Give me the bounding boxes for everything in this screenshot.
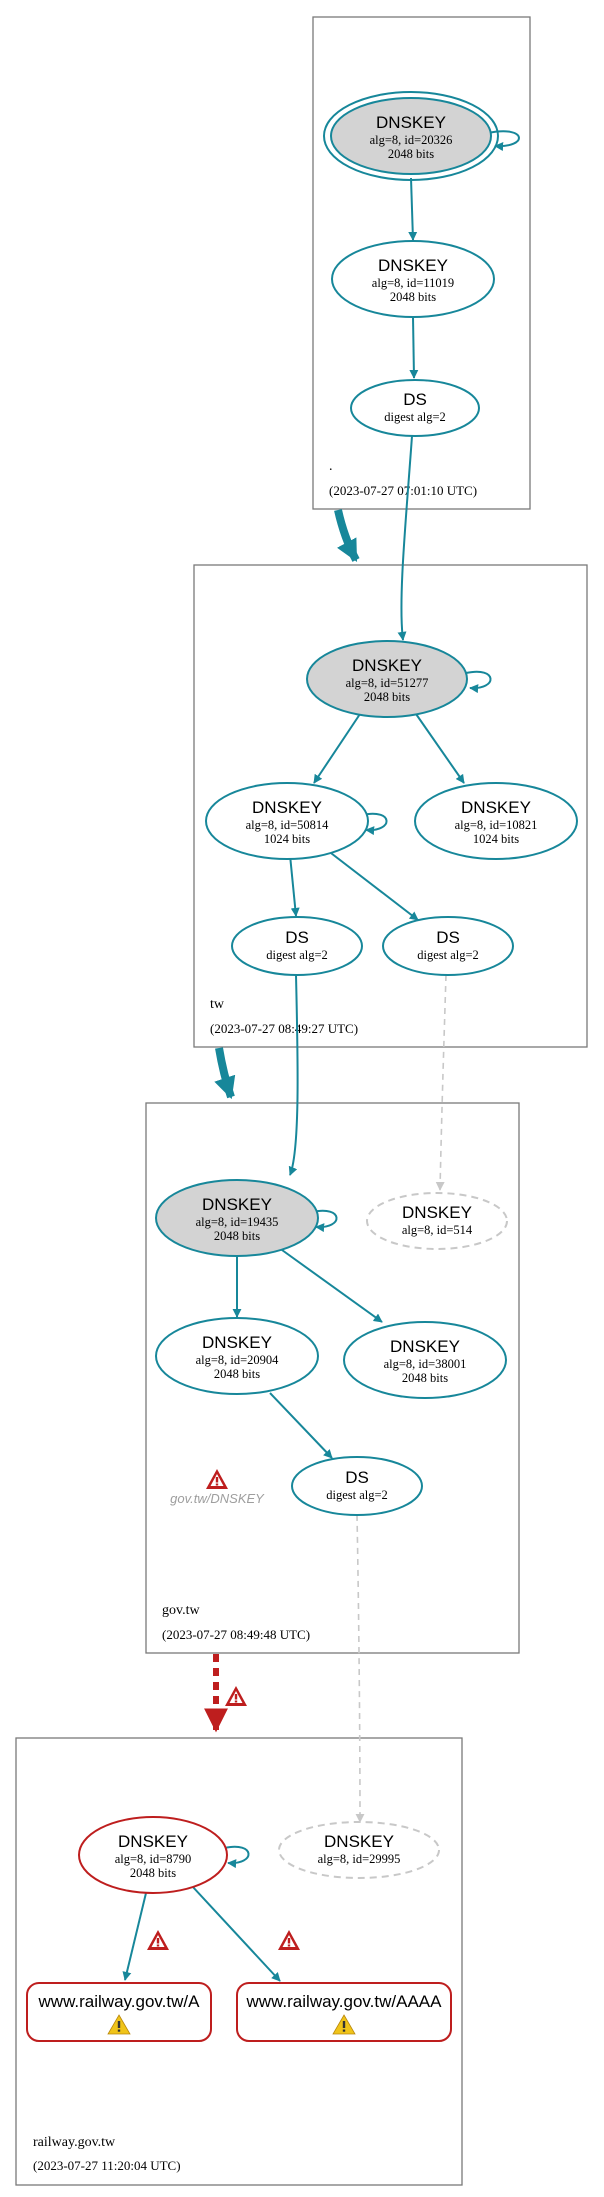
node-root-ds[interactable]: DS digest alg=2 xyxy=(350,379,480,437)
node-detail: 2048 bits xyxy=(402,1371,448,1385)
node-gov-zsk-20904[interactable]: DNSKEY alg=8, id=20904 2048 bits xyxy=(155,1317,319,1395)
edge-tw-ksk-zsk1 xyxy=(313,713,361,784)
node-detail: digest alg=2 xyxy=(326,1488,388,1502)
zone-name-root: . xyxy=(329,459,333,474)
node-rail-a-record[interactable]: www.railway.gov.tw/A xyxy=(26,1982,212,2042)
node-rail-ghost-key[interactable]: DNSKEY alg=8, id=29995 xyxy=(278,1821,440,1879)
node-detail: alg=8, id=50814 xyxy=(246,818,330,832)
node-gov-ds[interactable]: DS digest alg=2 xyxy=(291,1456,423,1516)
node-rail-key[interactable]: DNSKEY alg=8, id=8790 2048 bits xyxy=(78,1816,228,1894)
warning-triangle-icon xyxy=(107,2014,131,2035)
node-title: DNSKEY xyxy=(390,1337,460,1356)
node-detail: 2048 bits xyxy=(364,690,410,704)
node-tw-ds-1[interactable]: DS digest alg=2 xyxy=(231,916,363,976)
node-title: DNSKEY xyxy=(352,656,422,675)
node-title: DS xyxy=(345,1468,369,1487)
node-title: DNSKEY xyxy=(202,1195,272,1214)
error-triangle-icon xyxy=(278,1930,300,1950)
edge-root-zsk-ds xyxy=(409,316,419,379)
node-gov-ghost-key[interactable]: DNSKEY alg=8, id=514 xyxy=(366,1192,508,1250)
zone-name-tw: tw xyxy=(210,997,225,1012)
edge-tw-ksk-self xyxy=(465,670,492,694)
node-gov-ksk[interactable]: DNSKEY alg=8, id=19435 2048 bits xyxy=(155,1179,319,1257)
rr-label: www.railway.gov.tw/AAAA xyxy=(246,1992,443,2011)
zone-railway-gov-tw: railway.gov.tw (2023-07-27 11:20:04 UTC) xyxy=(15,1737,463,2186)
node-detail: alg=8, id=19435 xyxy=(196,1215,279,1229)
node-detail: alg=8, id=51277 xyxy=(346,676,429,690)
node-root-ksk[interactable]: DNSKEY alg=8, id=20326 2048 bits xyxy=(323,91,499,181)
node-title: DNSKEY xyxy=(378,256,448,275)
warning-triangle-icon xyxy=(332,2014,356,2035)
node-title: DNSKEY xyxy=(376,113,446,132)
node-detail: digest alg=2 xyxy=(417,948,479,962)
zone-timestamp-railway: (2023-07-27 11:20:04 UTC) xyxy=(33,2158,181,2173)
node-detail: alg=8, id=10821 xyxy=(455,818,538,832)
node-detail: 1024 bits xyxy=(473,832,519,846)
node-detail: alg=8, id=20904 xyxy=(196,1353,280,1367)
node-title: DNSKEY xyxy=(402,1203,472,1222)
edge-tw-zsk1-ds1 xyxy=(289,854,300,917)
edge-root-ds-tw-ksk xyxy=(397,435,413,641)
error-triangle-icon xyxy=(147,1930,169,1950)
edge-gov-ksk-zsk2 xyxy=(281,1249,383,1323)
edge-gov-ksk-self xyxy=(311,1209,338,1233)
node-detail: alg=8, id=20326 xyxy=(370,133,453,147)
node-detail: 2048 bits xyxy=(390,290,436,304)
edge-root-ksk-self xyxy=(487,130,520,151)
ns-label: gov.tw/DNSKEY xyxy=(170,1491,265,1506)
node-gov-ns-dnskey[interactable]: gov.tw/DNSKEY xyxy=(170,1469,265,1506)
node-root-zsk[interactable]: DNSKEY alg=8, id=11019 2048 bits xyxy=(331,240,495,318)
node-detail: 1024 bits xyxy=(264,832,310,846)
edge-rail-key-self xyxy=(223,1845,250,1869)
node-title: DS xyxy=(285,928,309,947)
node-title: DNSKEY xyxy=(118,1832,188,1851)
error-triangle-icon xyxy=(225,1686,247,1706)
node-detail: 2048 bits xyxy=(214,1229,260,1243)
node-detail: digest alg=2 xyxy=(384,410,446,424)
node-detail: digest alg=2 xyxy=(266,948,328,962)
edge-tw-ksk-zsk2 xyxy=(415,713,465,784)
edge-gov-zsk1-ds xyxy=(269,1392,333,1459)
edge-tw-ds2-gov-ghost xyxy=(435,974,447,1191)
edge-tw-zsk1-ds2 xyxy=(326,849,419,921)
zone-name-gov-tw: gov.tw xyxy=(162,1603,200,1618)
node-gov-zsk-38001[interactable]: DNSKEY alg=8, id=38001 2048 bits xyxy=(343,1321,507,1399)
node-rail-aaaa-record[interactable]: www.railway.gov.tw/AAAA xyxy=(236,1982,452,2042)
node-detail: alg=8, id=11019 xyxy=(372,276,454,290)
node-title: DNSKEY xyxy=(252,798,322,817)
zone-name-railway: railway.gov.tw xyxy=(33,2135,116,2150)
rr-label: www.railway.gov.tw/A xyxy=(38,1992,201,2011)
node-detail: alg=8, id=514 xyxy=(402,1223,473,1237)
node-detail: 2048 bits xyxy=(214,1367,260,1381)
zone-timestamp-tw: (2023-07-27 08:49:27 UTC) xyxy=(210,1021,358,1036)
node-title: DNSKEY xyxy=(324,1832,394,1851)
delegation-arrow-tw-govtw xyxy=(214,1047,236,1100)
node-tw-zsk-50814[interactable]: DNSKEY alg=8, id=50814 1024 bits xyxy=(205,782,369,860)
edge-tw-zsk1-self xyxy=(361,812,388,836)
error-triangle-icon xyxy=(206,1469,228,1489)
node-tw-zsk-10821[interactable]: DNSKEY alg=8, id=10821 1024 bits xyxy=(414,782,578,860)
node-detail: alg=8, id=8790 xyxy=(115,1852,192,1866)
node-title: DS xyxy=(436,928,460,947)
zone-timestamp-root: (2023-07-27 07:01:10 UTC) xyxy=(329,483,477,498)
edge-tw-ds1-gov-ksk xyxy=(288,974,299,1176)
node-detail: 2048 bits xyxy=(388,147,434,161)
zone-timestamp-gov-tw: (2023-07-27 08:49:48 UTC) xyxy=(162,1627,310,1642)
node-detail: alg=8, id=38001 xyxy=(384,1357,467,1371)
edge-rail-key-a xyxy=(122,1892,147,1981)
node-detail: alg=8, id=29995 xyxy=(318,1852,401,1866)
node-title: DNSKEY xyxy=(202,1333,272,1352)
delegation-arrow-root-tw xyxy=(334,509,360,562)
node-title: DS xyxy=(403,390,427,409)
node-title: DNSKEY xyxy=(461,798,531,817)
node-detail: 2048 bits xyxy=(130,1866,176,1880)
edge-rail-key-aaaa xyxy=(191,1885,281,1982)
node-tw-ds-2[interactable]: DS digest alg=2 xyxy=(382,916,514,976)
node-tw-ksk[interactable]: DNSKEY alg=8, id=51277 2048 bits xyxy=(306,640,468,718)
edge-root-ksk-zsk xyxy=(408,177,418,241)
